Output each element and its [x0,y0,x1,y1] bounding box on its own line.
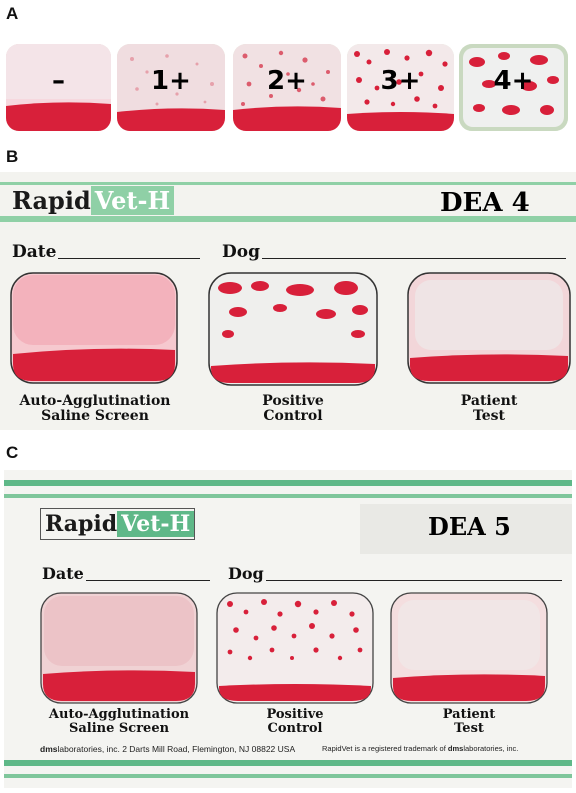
date-line [58,258,200,259]
brand-rapid: Rapid [12,186,91,215]
footer-trademark-end: laboratories, inc. [463,744,519,753]
grade-label: 4+ [493,66,534,96]
dog-label: Dog [222,242,260,262]
dea-title: DEA 5 [428,512,511,541]
brand-rapid: Rapid [45,511,118,537]
footer-address-text: laboratories, inc. 2 Darts Mill Road, Fl… [57,744,296,754]
dog-label: Dog [228,564,264,583]
caption-patient-test: Patient Test [390,707,548,737]
brand-vet: Vet-H [90,186,175,215]
footer-brand: dms [40,744,58,754]
caption-line: Patient [460,393,518,409]
footer-brand: dms [447,744,464,753]
caption-auto-agglutination: Auto-Agglutination Saline Screen [30,707,208,737]
caption-patient-test: Patient Test [407,393,571,425]
caption-line: Test [472,408,506,425]
panel-c-label: C [6,443,19,462]
dog-line [266,580,562,581]
caption-positive-control: Positive Control [208,393,378,425]
caption-line: Control [267,721,323,737]
footer-trademark: RapidVet is a registered trademark of dm… [322,744,518,753]
grade-tile-1plus: 1+ [117,44,225,131]
footer-address: dmslaboratories, inc. 2 Darts Mill Road,… [40,744,295,754]
well-patient-test [407,272,571,384]
well-image [6,44,111,131]
footer-trademark-text: RapidVet is a registered trademark of [322,744,448,753]
grade-label: 3+ [380,66,421,96]
well-image [347,44,454,131]
well-image [117,44,225,131]
caption-line: Saline Screen [41,408,149,425]
caption-positive-control: Positive Control [216,707,374,737]
grade-tile-2plus: 2+ [233,44,341,131]
well-patient-test [390,592,548,704]
dea-title: DEA 4 [440,188,530,218]
caption-line: Control [263,408,323,425]
caption-line: Saline Screen [68,721,170,737]
dog-line [262,258,566,259]
caption-line: Patient [442,707,496,722]
well-auto-agglutination [40,592,198,704]
date-label: Date [42,564,84,583]
caption-line: Auto-Agglutination [19,393,171,409]
well-image [233,44,341,131]
grade-label: 2+ [267,66,307,96]
caption-line: Auto-Agglutination [48,707,190,722]
date-label: Date [12,242,57,262]
well-image [459,44,568,131]
panel-a-label: A [6,4,19,23]
caption-auto-agglutination: Auto-Agglutination Saline Screen [0,393,190,425]
well-auto-agglutination [10,272,178,384]
well-positive-control [208,272,378,386]
panel-b-label: B [6,147,19,166]
grade-label: – [52,66,65,96]
caption-line: Positive [266,707,324,722]
grade-tile-4plus: 4+ [459,44,568,131]
grade-tile-negative: – [6,44,111,131]
grade-label: 1+ [151,66,191,96]
caption-line: Test [454,721,484,737]
caption-line: Positive [262,393,324,409]
well-positive-control [216,592,374,704]
brand-vet: Vet-H [117,511,195,537]
grade-tile-3plus: 3+ [347,44,454,131]
date-line [86,580,210,581]
